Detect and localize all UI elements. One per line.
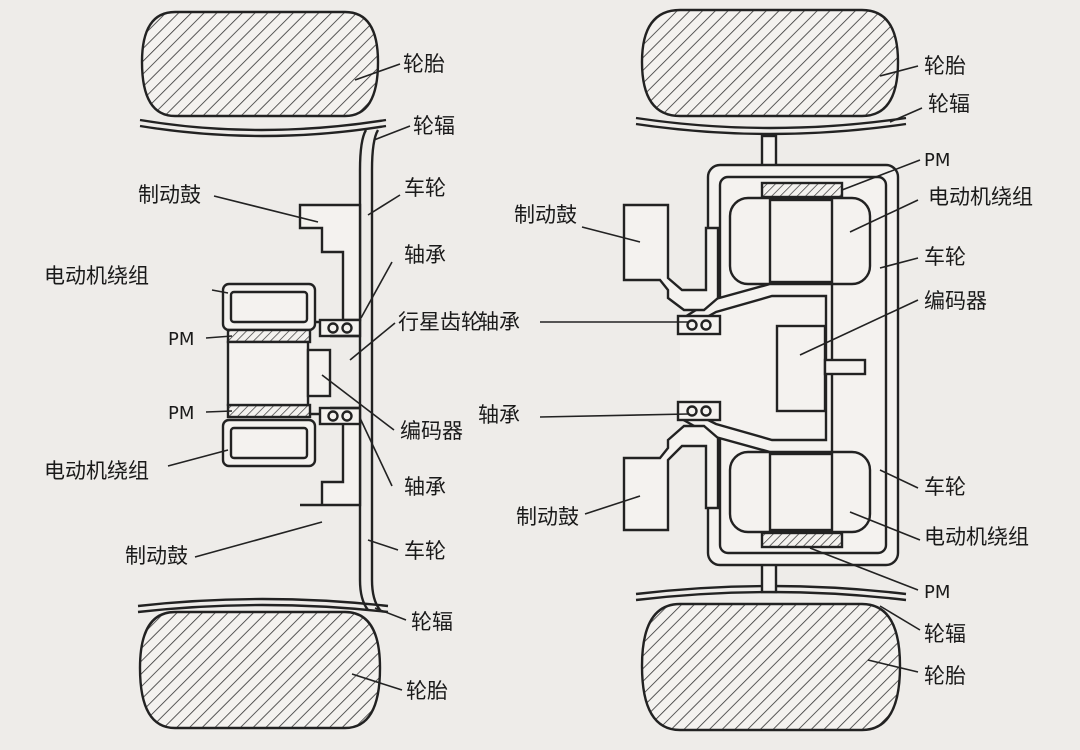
left-label-brake-drum-bottom: 制动鼓	[125, 544, 188, 568]
left-bearing-top	[318, 318, 362, 338]
left-encoder	[306, 348, 332, 398]
right-bearing-top	[676, 314, 722, 336]
left-label-bearing-top: 轴承	[404, 243, 446, 267]
right-encoder	[775, 324, 827, 413]
right-tire-bottom	[640, 602, 902, 732]
left-rim-bottom	[137, 597, 389, 608]
right-label-brake-drum-top: 制动鼓	[514, 203, 577, 227]
left-label-wheel-top: 车轮	[404, 176, 446, 200]
left-rim-top-inner	[139, 124, 387, 138]
right-spoke-top	[760, 134, 778, 170]
left-label-planetary-gear: 行星齿轮	[398, 310, 482, 334]
left-tire-top	[140, 10, 380, 118]
right-brake-drum-bottom	[622, 424, 720, 532]
left-motor-winding-bottom	[221, 418, 317, 468]
left-label-bearing-bottom: 轴承	[404, 475, 446, 499]
right-label-spoke-bottom: 轮辐	[924, 622, 966, 646]
left-bearing-bottom	[318, 406, 362, 426]
right-bearing-bottom	[676, 400, 722, 422]
right-label-spoke-top: 轮辐	[928, 92, 970, 116]
left-label-motor-winding-bottom: 电动机绕组	[44, 459, 149, 483]
right-label-bearing-top: 轴承	[478, 310, 520, 334]
right-leaders	[539, 65, 923, 673]
left-tire-bottom	[138, 610, 382, 730]
right-label-brake-drum-bottom: 制动鼓	[516, 505, 579, 529]
left-label-pm-bottom: PM	[168, 403, 194, 424]
left-spoke	[358, 129, 369, 611]
left-label-tire-top: 轮胎	[403, 52, 445, 76]
left-label-spoke-bottom: 轮辐	[411, 610, 453, 634]
right-label-motor-winding-top: 电动机绕组	[928, 185, 1033, 209]
right-diagram	[622, 8, 907, 732]
right-label-pm-bottom: PM	[924, 582, 950, 603]
left-label-wheel-bottom: 车轮	[404, 539, 446, 563]
right-brake-drum-top	[622, 203, 720, 312]
right-label-bearing-bottom: 轴承	[478, 403, 520, 427]
left-pm-bottom	[226, 403, 312, 419]
left-brake-drum-bottom	[300, 418, 362, 507]
right-label-encoder: 编码器	[924, 289, 987, 313]
right-label-motor-winding-bottom: 电动机绕组	[924, 525, 1029, 549]
left-pm-top	[226, 328, 312, 344]
left-diagram	[137, 10, 389, 730]
right-pm-top	[760, 181, 844, 199]
right-label-wheel-top: 车轮	[924, 245, 966, 269]
left-leaders	[167, 63, 411, 691]
left-label-spoke-top: 轮辐	[413, 114, 455, 138]
left-label-tire-bottom: 轮胎	[406, 679, 448, 703]
left-label-motor-winding-top: 电动机绕组	[44, 264, 149, 288]
left-spoke-outer	[370, 129, 381, 611]
right-label-wheel-bottom: 车轮	[924, 475, 966, 499]
right-pm-bottom	[760, 531, 844, 549]
right-label-pm-top: PM	[924, 150, 950, 171]
right-label-tire-top: 轮胎	[924, 54, 966, 78]
left-label-encoder: 编码器	[400, 419, 463, 443]
right-tire-top	[640, 8, 900, 118]
left-rim-top	[139, 118, 387, 132]
right-label-tire-bottom: 轮胎	[924, 664, 966, 688]
left-brake-drum-top	[298, 203, 362, 322]
left-label-pm-top: PM	[168, 329, 194, 350]
left-rotor	[226, 340, 310, 407]
left-rim-bottom-inner	[137, 603, 389, 614]
left-label-brake-drum-top: 制动鼓	[138, 183, 201, 207]
